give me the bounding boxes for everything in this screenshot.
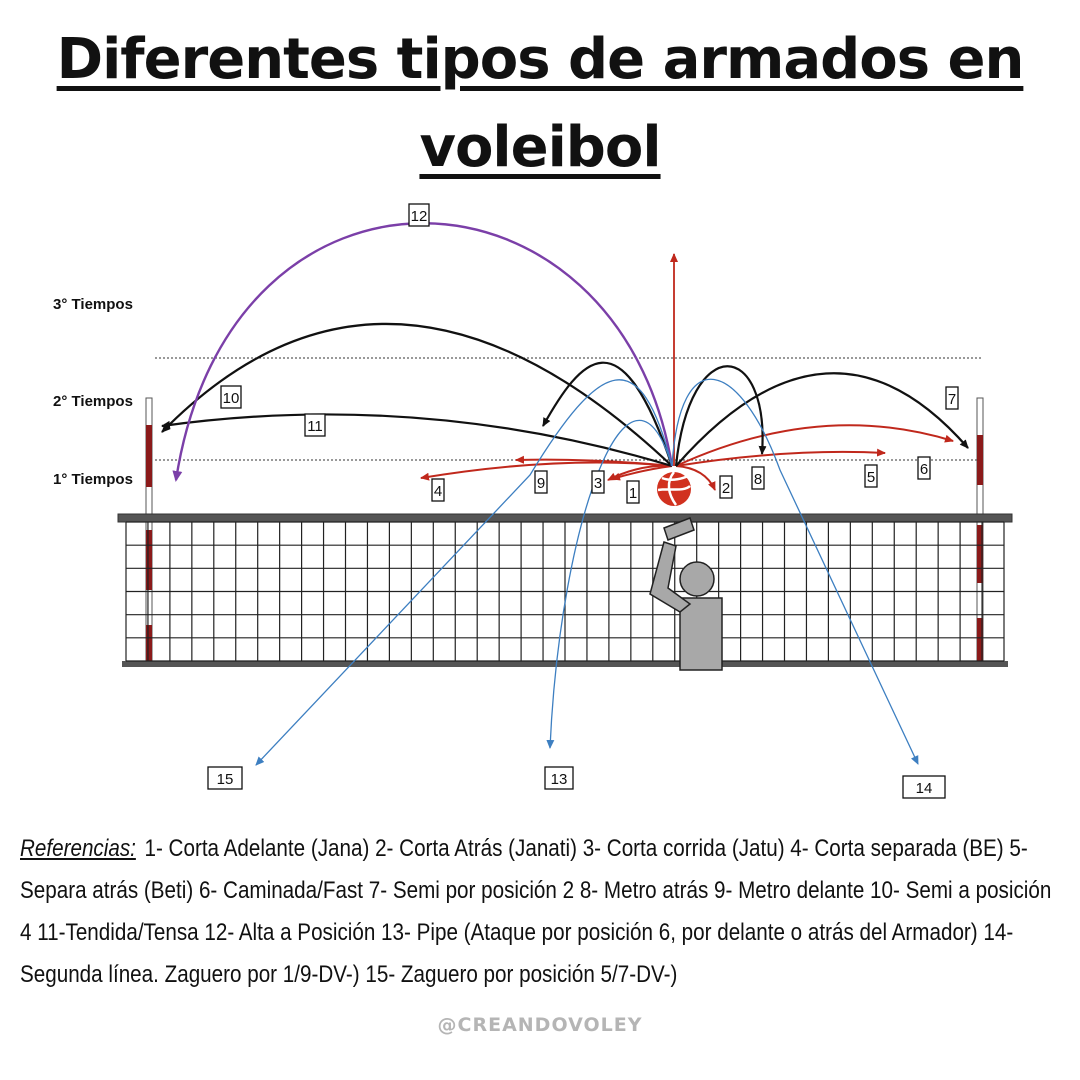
play-number-frame	[591, 470, 605, 494]
play-number-label: 9	[537, 475, 545, 492]
play-number-box-2: 2	[719, 475, 733, 499]
play-number-box-1: 1	[626, 480, 640, 504]
play-number-frame	[626, 480, 640, 504]
play-number-frame	[917, 456, 931, 480]
volleyball-ball-icon	[657, 471, 691, 506]
play-number-box-13: 13	[544, 766, 574, 790]
play-number-frame	[408, 203, 430, 227]
play-number-box-7: 7	[945, 386, 959, 410]
play-number-frame	[534, 470, 548, 494]
play-number-label: 12	[411, 208, 428, 225]
play-number-frame	[864, 464, 878, 488]
play-number-box-14: 14	[902, 775, 946, 799]
trajectory-9b	[542, 361, 674, 467]
play-number-frame	[220, 385, 242, 409]
trajectory-6	[675, 424, 954, 467]
play-number-frame	[431, 478, 445, 502]
play-number-frame	[544, 766, 574, 790]
net-mesh	[125, 521, 1005, 662]
play-number-box-15: 15	[207, 766, 243, 790]
tempo-label-1: 1° Tiempos	[53, 471, 133, 488]
trajectory-15	[255, 379, 673, 766]
tempo-label-3: 3° Tiempos	[53, 296, 133, 313]
references-lead: Referencias:	[20, 835, 136, 862]
play-number-box-8: 8	[751, 466, 765, 490]
play-number-box-10: 10	[220, 385, 242, 409]
play-number-label: 3	[594, 475, 602, 492]
credit-watermark: @CREANDOVOLEY	[437, 1014, 643, 1036]
play-number-label: 4	[434, 483, 442, 500]
play-number-frame	[304, 413, 326, 437]
play-number-frame	[751, 466, 765, 490]
trajectory-12	[172, 222, 674, 482]
title-line-1: Diferentes tipos de armados en	[56, 27, 1025, 92]
play-number-label: 10	[223, 390, 240, 407]
title-line-2: voleibol	[419, 115, 661, 180]
play-number-frame	[945, 386, 959, 410]
play-number-label: 13	[551, 771, 568, 788]
setter-figure	[649, 517, 723, 671]
play-number-box-11: 11	[304, 413, 326, 437]
tempo-label-2: 2° Tiempos	[53, 393, 133, 410]
play-number-label: 5	[867, 469, 875, 486]
play-number-frame	[902, 775, 946, 799]
play-number-box-12: 12	[408, 203, 430, 227]
play-number-label: 15	[217, 771, 234, 788]
trajectory-8	[674, 365, 767, 467]
play-number-box-3: 3	[591, 470, 605, 494]
play-number-label: 6	[920, 461, 928, 478]
references-text: 1- Corta Adelante (Jana) 2- Corta Atrás …	[20, 835, 1052, 988]
play-number-label: 2	[722, 480, 730, 497]
left-antenna	[145, 397, 153, 664]
play-number-frame	[207, 766, 243, 790]
trajectory-2	[675, 465, 716, 491]
play-number-label: 11	[307, 418, 323, 435]
trajectory-9	[515, 455, 673, 467]
trajectory-7	[675, 372, 969, 467]
trajectory-11	[161, 413, 673, 468]
play-number-box-4: 4	[431, 478, 445, 502]
page-title: Diferentes tipos de armados en voleibol	[0, 16, 1080, 192]
play-number-box-5: 5	[864, 464, 878, 488]
trajectory-10	[161, 322, 673, 467]
trajectory-5	[675, 448, 886, 467]
play-number-label: 1	[629, 485, 637, 502]
references-paragraph: Referencias:1- Corta Adelante (Jana) 2- …	[20, 828, 1065, 996]
volleyball-net	[117, 513, 1013, 667]
play-number-label: 7	[948, 391, 956, 408]
play-number-label: 8	[754, 471, 762, 488]
trajectory-14	[671, 378, 919, 765]
play-number-frame	[719, 475, 733, 499]
play-number-label: 14	[916, 780, 933, 797]
play-number-box-9: 9	[534, 470, 548, 494]
play-number-box-6: 6	[917, 456, 931, 480]
